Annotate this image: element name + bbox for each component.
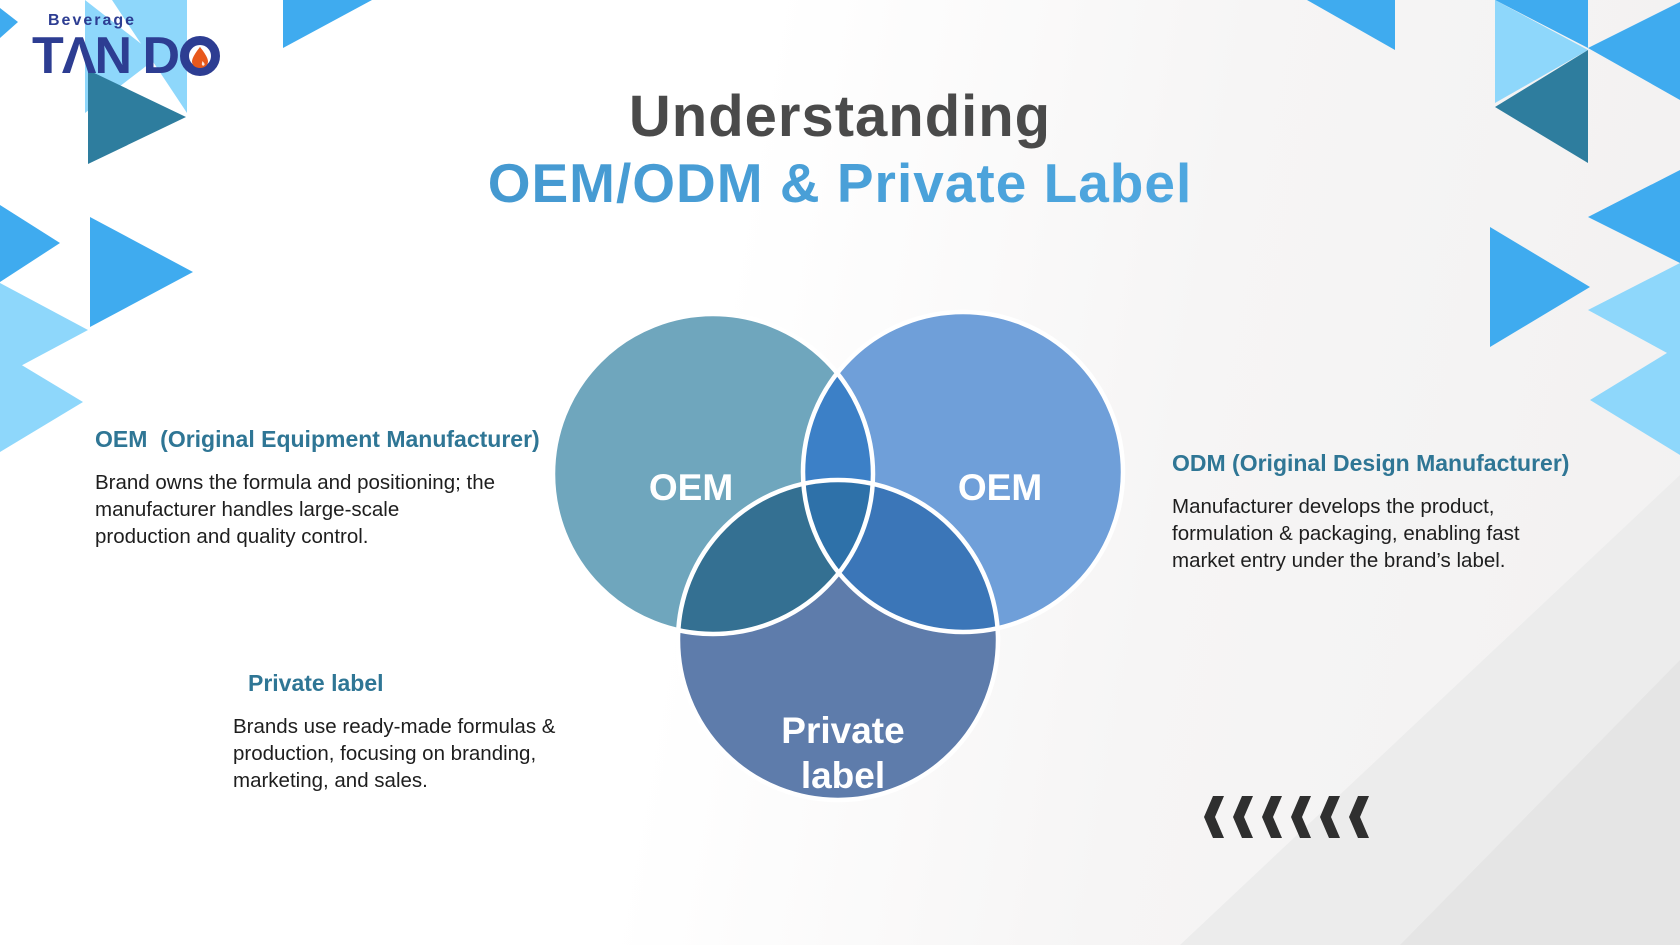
title-line2: OEM/ODM & Private Label [0,156,1680,211]
decor-triangle [1307,0,1395,50]
decor-triangle [1495,50,1588,163]
chevron-left-icon [1262,796,1282,838]
title-line1: Understanding [628,84,1052,149]
corner-triangles-top-left [0,0,372,452]
decor-triangle [1590,345,1680,455]
chevron-left-icon [1349,796,1369,838]
decor-triangle [1588,170,1680,263]
decor-triangle [88,70,186,164]
venn-overlap-left-bottom [678,480,873,634]
venn-stroke-left [550,311,876,637]
logo-tagline: Beverage [48,12,137,29]
section-odm: ODM (Original Design Manufacturer) Manuf… [1172,450,1572,574]
decor-triangle [283,0,372,48]
venn-diagram: OEM OEM Private label [550,309,1126,803]
decor-triangle [0,8,18,38]
decor-triangle [1588,263,1680,360]
decor-triangle [1490,227,1590,347]
section-oem-heading: OEM (Original Equipment Manufacturer) [95,426,540,452]
section-private-label-heading: Private label [248,670,384,696]
section-odm-heading: ODM (Original Design Manufacturer) [1172,450,1570,476]
logo-name-text: TΛN D [32,27,180,85]
decor-triangle [1588,2,1680,100]
decor-triangle [0,352,83,452]
venn-label-bottom-line2: label [801,755,885,796]
chevron-left-icon [1291,796,1311,838]
venn-label-left: OEM [649,467,733,508]
venn-overlap-right-bottom [803,480,998,632]
chevron-left-icon [1320,796,1340,838]
section-oem: OEM (Original Equipment Manufacturer) Br… [95,426,540,550]
chevrons-left-group [1204,796,1369,838]
logo-name: TΛN D [32,30,220,82]
section-oem-body: Brand owns the formula and positioning; … [95,471,496,548]
logo-o-ring [180,36,220,76]
decor-triangle [0,283,88,377]
venn-stroke-right [800,309,1126,635]
decor-triangle [1495,0,1588,103]
chevron-left-icon [1233,796,1253,838]
decor-triangle [1495,0,1588,48]
section-private-label-body: Brands use ready-made formulas & product… [233,715,556,792]
chevron-left-icon [1204,796,1224,838]
page-title: Understanding OEM/ODM & Private Label [0,88,1680,211]
water-drop-icon [192,47,208,68]
section-private-label: Private label Brands use ready-made form… [233,670,563,794]
venn-label-bottom-line1: Private [781,710,904,751]
corner-triangles-top-right [1307,0,1680,455]
logo: Beverage TΛN D [32,12,220,82]
venn-label-right: OEM [958,467,1042,508]
decor-triangle [112,0,187,113]
decor-triangle [90,217,193,327]
decor-triangle [0,205,60,282]
venn-stroke-bottom [675,477,1001,803]
gray-wedge [1400,660,1680,945]
section-odm-body: Manufacturer develops the product, formu… [1172,495,1520,572]
